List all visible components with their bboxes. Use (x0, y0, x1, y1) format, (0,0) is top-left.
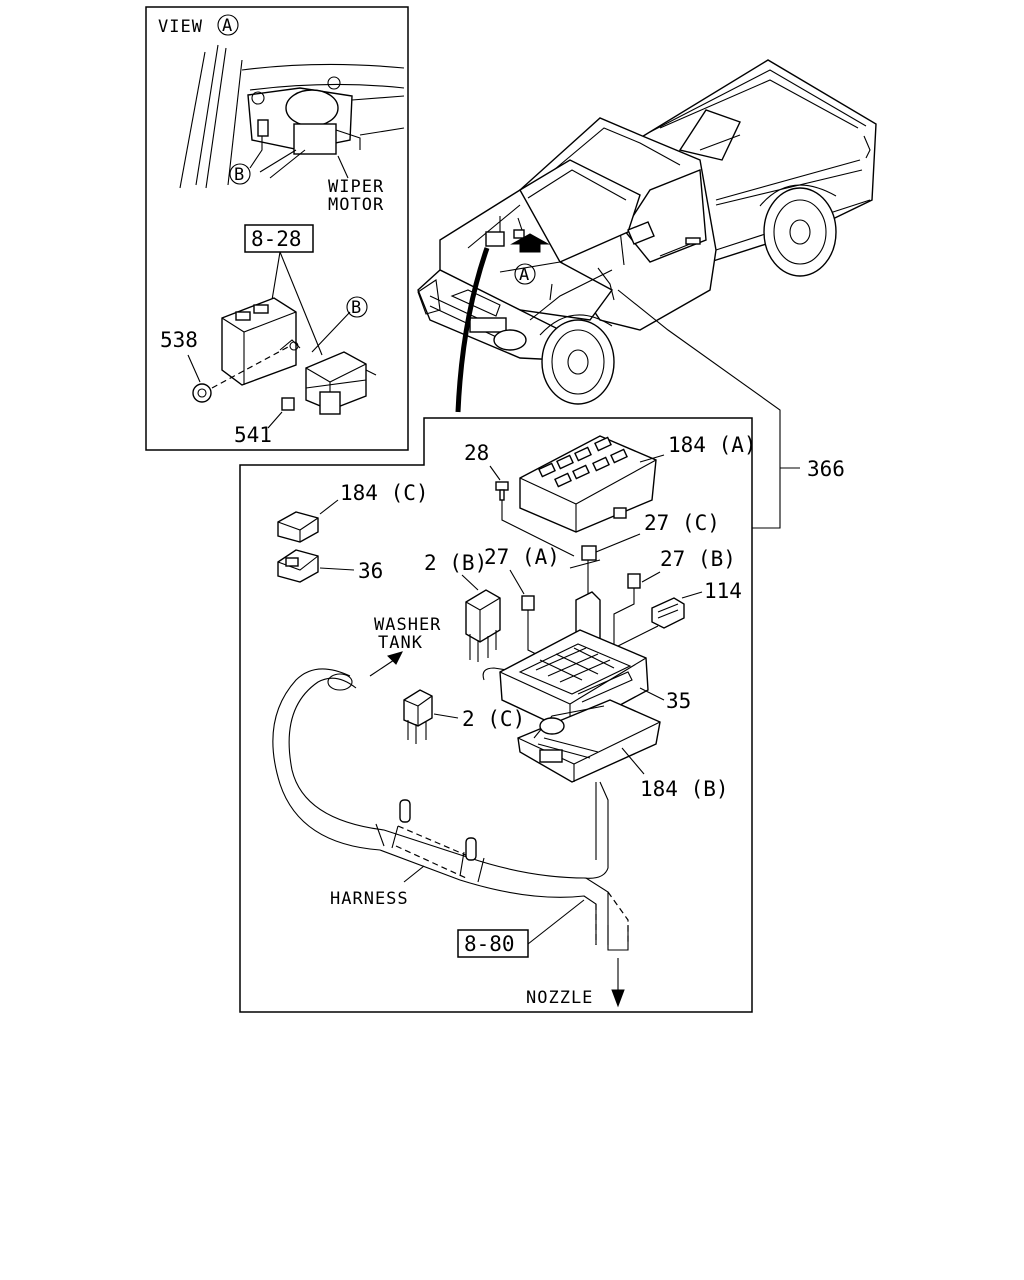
fuse-box-cover-184a (519, 435, 657, 533)
windshield-pillar-drawing (179, 44, 405, 189)
part-27c-label: 27 (C) (644, 511, 720, 535)
wiper-motor-label-line1: WIPER (328, 177, 384, 197)
relay-module-drawing (221, 297, 301, 386)
part-27a-label: 27 (A) (484, 545, 560, 569)
callout-b-mid-circle (346, 296, 368, 318)
view-a-letter: A (222, 16, 233, 36)
part-2c-relay (403, 689, 433, 744)
view-a-panel: VIEW A B WIPER (145, 6, 409, 451)
view-a-frame (145, 6, 409, 451)
fuse-box-lower-case-184b (517, 699, 661, 783)
part-366-label: 366 (807, 457, 845, 481)
part-184c-block (277, 511, 319, 543)
relay-connector-drawing (305, 351, 377, 415)
part-36-label: 36 (358, 559, 383, 583)
part-538-nut (192, 383, 212, 403)
washer-tank-arrow (387, 651, 403, 665)
part-2b-label: 2 (B) (424, 551, 487, 575)
nozzle-label: NOZZLE (526, 988, 593, 1008)
part-28-bolt (495, 481, 509, 491)
ref-box-8-28: 8-28 (251, 227, 302, 251)
part-27b-label: 27 (B) (660, 547, 736, 571)
main-panel-frame (239, 417, 753, 1013)
part-184b-label: 184 (B) (640, 777, 729, 801)
part-28-label: 28 (464, 441, 489, 465)
ref-box-8-80: 8-80 (464, 932, 515, 956)
nozzle-arrow (611, 989, 625, 1008)
part-35-label: 35 (666, 689, 691, 713)
part-27a-fuse (521, 595, 535, 611)
washer-tank-label-line1: WASHER (374, 615, 441, 635)
harness-label: HARNESS (330, 889, 409, 909)
truck-illustration (417, 59, 877, 405)
wiper-motor-drawing (247, 76, 405, 179)
callout-b-mid: B (351, 298, 362, 318)
washer-tank-label-line2: TANK (378, 633, 423, 653)
part-114-connector (651, 597, 685, 629)
main-detail-panel: 366 28 184 (A) 184 (C) (239, 417, 845, 1013)
part-27b-fuse (627, 573, 641, 589)
part-27c-fuse (581, 545, 597, 561)
part-184a-label: 184 (A) (668, 433, 757, 457)
wiper-motor-label-line2: MOTOR (328, 195, 384, 215)
ref-box-8-28-frame (244, 224, 314, 253)
part-538-label: 538 (160, 328, 198, 352)
truck-view-marker-circle (514, 263, 536, 285)
part-541-label: 541 (234, 423, 272, 447)
part-184c-label: 184 (C) (340, 481, 429, 505)
part-2c-label: 2 (C) (462, 707, 525, 731)
detail-leader (455, 247, 490, 413)
rear-wheel (763, 187, 837, 277)
callout-b-top: B (234, 165, 245, 185)
callout-b-top-circle (229, 163, 251, 185)
part-114-label: 114 (704, 579, 742, 603)
view-direction-arrow (510, 233, 550, 253)
truck-view-marker: A (519, 265, 530, 285)
view-a-letter-circle (217, 14, 239, 36)
view-a-title: VIEW (158, 17, 203, 37)
front-wheel (541, 319, 615, 405)
part-2b-relay (465, 589, 501, 662)
washer-hose (272, 668, 629, 951)
part-541-clip (281, 397, 295, 411)
